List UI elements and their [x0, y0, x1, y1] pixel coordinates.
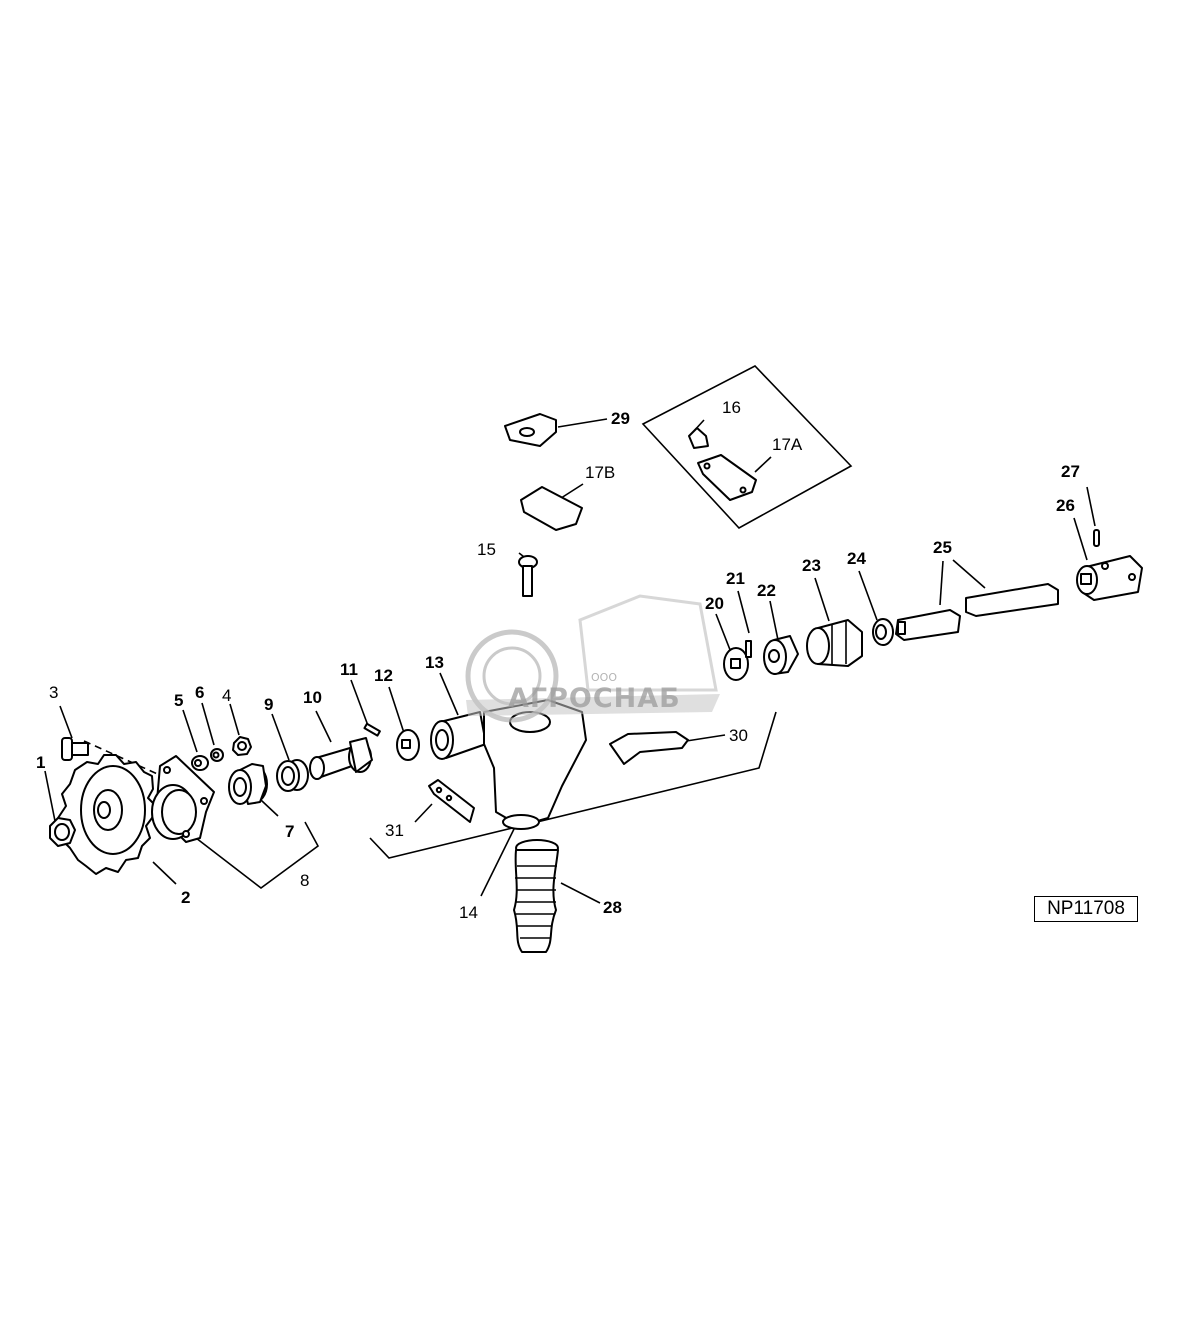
callout-labels: 1 2 3 4 5 6 7 8 9 10 11 12 13 14 15 16 1…	[36, 398, 1080, 922]
part-24-washer	[872, 618, 894, 646]
label-17b: 17B	[585, 463, 615, 482]
label-9: 9	[264, 695, 273, 714]
part-20-washer	[723, 647, 749, 681]
part-12-washer	[396, 729, 420, 761]
part-11-pin	[363, 722, 381, 737]
label-5: 5	[174, 691, 183, 710]
part-8-flange	[151, 755, 215, 843]
part-4-nut	[232, 736, 252, 756]
part-30-spring-bracket	[609, 731, 689, 765]
part-1-nut	[49, 817, 76, 847]
label-12: 12	[374, 666, 393, 685]
label-3: 3	[49, 683, 58, 702]
label-7: 7	[285, 822, 294, 841]
part-21-pin	[745, 640, 752, 658]
part-29-cover	[504, 413, 557, 447]
part-15-bolt	[518, 555, 538, 597]
label-25: 25	[933, 538, 952, 557]
label-16: 16	[722, 398, 741, 417]
part-25-shaft-short	[895, 609, 961, 641]
label-31: 31	[385, 821, 404, 840]
label-29: 29	[611, 409, 630, 428]
part-26-coupler	[1076, 555, 1143, 601]
part-6-lockwasher	[210, 748, 224, 762]
kit-box-16-17a	[641, 365, 853, 530]
label-15: 15	[477, 540, 496, 559]
label-13: 13	[425, 653, 444, 672]
part-17b-plate	[520, 486, 583, 531]
part-28-bellows	[513, 839, 559, 953]
part-31-plate	[428, 779, 475, 823]
part-27-pin	[1093, 529, 1100, 547]
label-2: 2	[181, 888, 190, 907]
part-7-bearing	[228, 763, 268, 805]
label-1: 1	[36, 753, 45, 772]
part-16-clip	[688, 427, 709, 449]
label-14: 14	[459, 903, 478, 922]
label-30: 30	[729, 726, 748, 745]
label-11: 11	[340, 660, 358, 679]
part-23-bearing	[806, 619, 863, 667]
bracket-8	[195, 821, 320, 890]
watermark-prefix: ООО	[591, 671, 617, 684]
part-10-shaft	[309, 737, 373, 780]
label-6: 6	[195, 683, 204, 702]
label-20: 20	[705, 594, 724, 613]
bracket-14	[369, 711, 777, 859]
part-22-collar	[763, 635, 799, 675]
part-13-bushing	[430, 711, 487, 760]
label-8: 8	[300, 871, 309, 890]
label-28: 28	[603, 898, 622, 917]
watermark-brand: АГРОСНАБ	[508, 683, 681, 714]
label-23: 23	[802, 556, 821, 575]
label-10: 10	[303, 688, 322, 707]
part-3-bolt	[61, 737, 89, 761]
part-17a-plate	[697, 454, 757, 501]
part-9-ring	[276, 759, 309, 792]
label-4: 4	[222, 686, 231, 705]
agrosnab-watermark: ООО АГРОСНАБ	[465, 594, 720, 723]
part-25-shaft-long	[965, 583, 1059, 617]
part-5-washer	[191, 755, 209, 771]
part-2-sprocket	[57, 754, 157, 875]
part-14-housing	[483, 699, 587, 830]
label-27: 27	[1061, 462, 1080, 481]
label-21: 21	[726, 569, 745, 588]
label-22: 22	[757, 581, 776, 600]
diagram-reference-code: NP11708	[1034, 896, 1138, 922]
label-26: 26	[1056, 496, 1075, 515]
label-24: 24	[847, 549, 866, 568]
label-17a: 17A	[772, 435, 803, 454]
leader-lines	[44, 418, 1096, 904]
